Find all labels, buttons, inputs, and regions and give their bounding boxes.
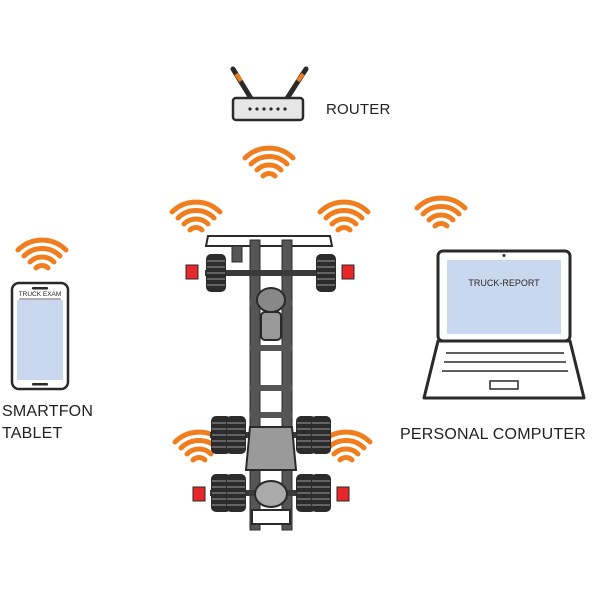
wifi-icon <box>417 198 465 226</box>
wifi-icon <box>320 202 368 230</box>
truck-chassis-icon <box>204 235 337 531</box>
device-label-smartphone: SMARTFON <box>2 403 94 420</box>
smartphone-icon <box>10 281 70 391</box>
tire-sensor-icon <box>185 264 355 502</box>
laptop-screen-title: TRUCK-REPORT <box>468 278 540 288</box>
wifi-icon <box>172 202 220 230</box>
laptop-icon <box>422 249 586 400</box>
computer-label: PERSONAL COMPUTER <box>400 426 586 443</box>
device-label-tablet: TABLET <box>2 425 63 442</box>
wifi-icon <box>245 148 293 176</box>
router-label: ROUTER <box>326 101 391 118</box>
router-icon <box>230 66 309 122</box>
wifi-icon <box>18 240 66 268</box>
phone-screen-header: TRUCK EXAM <box>19 291 62 298</box>
